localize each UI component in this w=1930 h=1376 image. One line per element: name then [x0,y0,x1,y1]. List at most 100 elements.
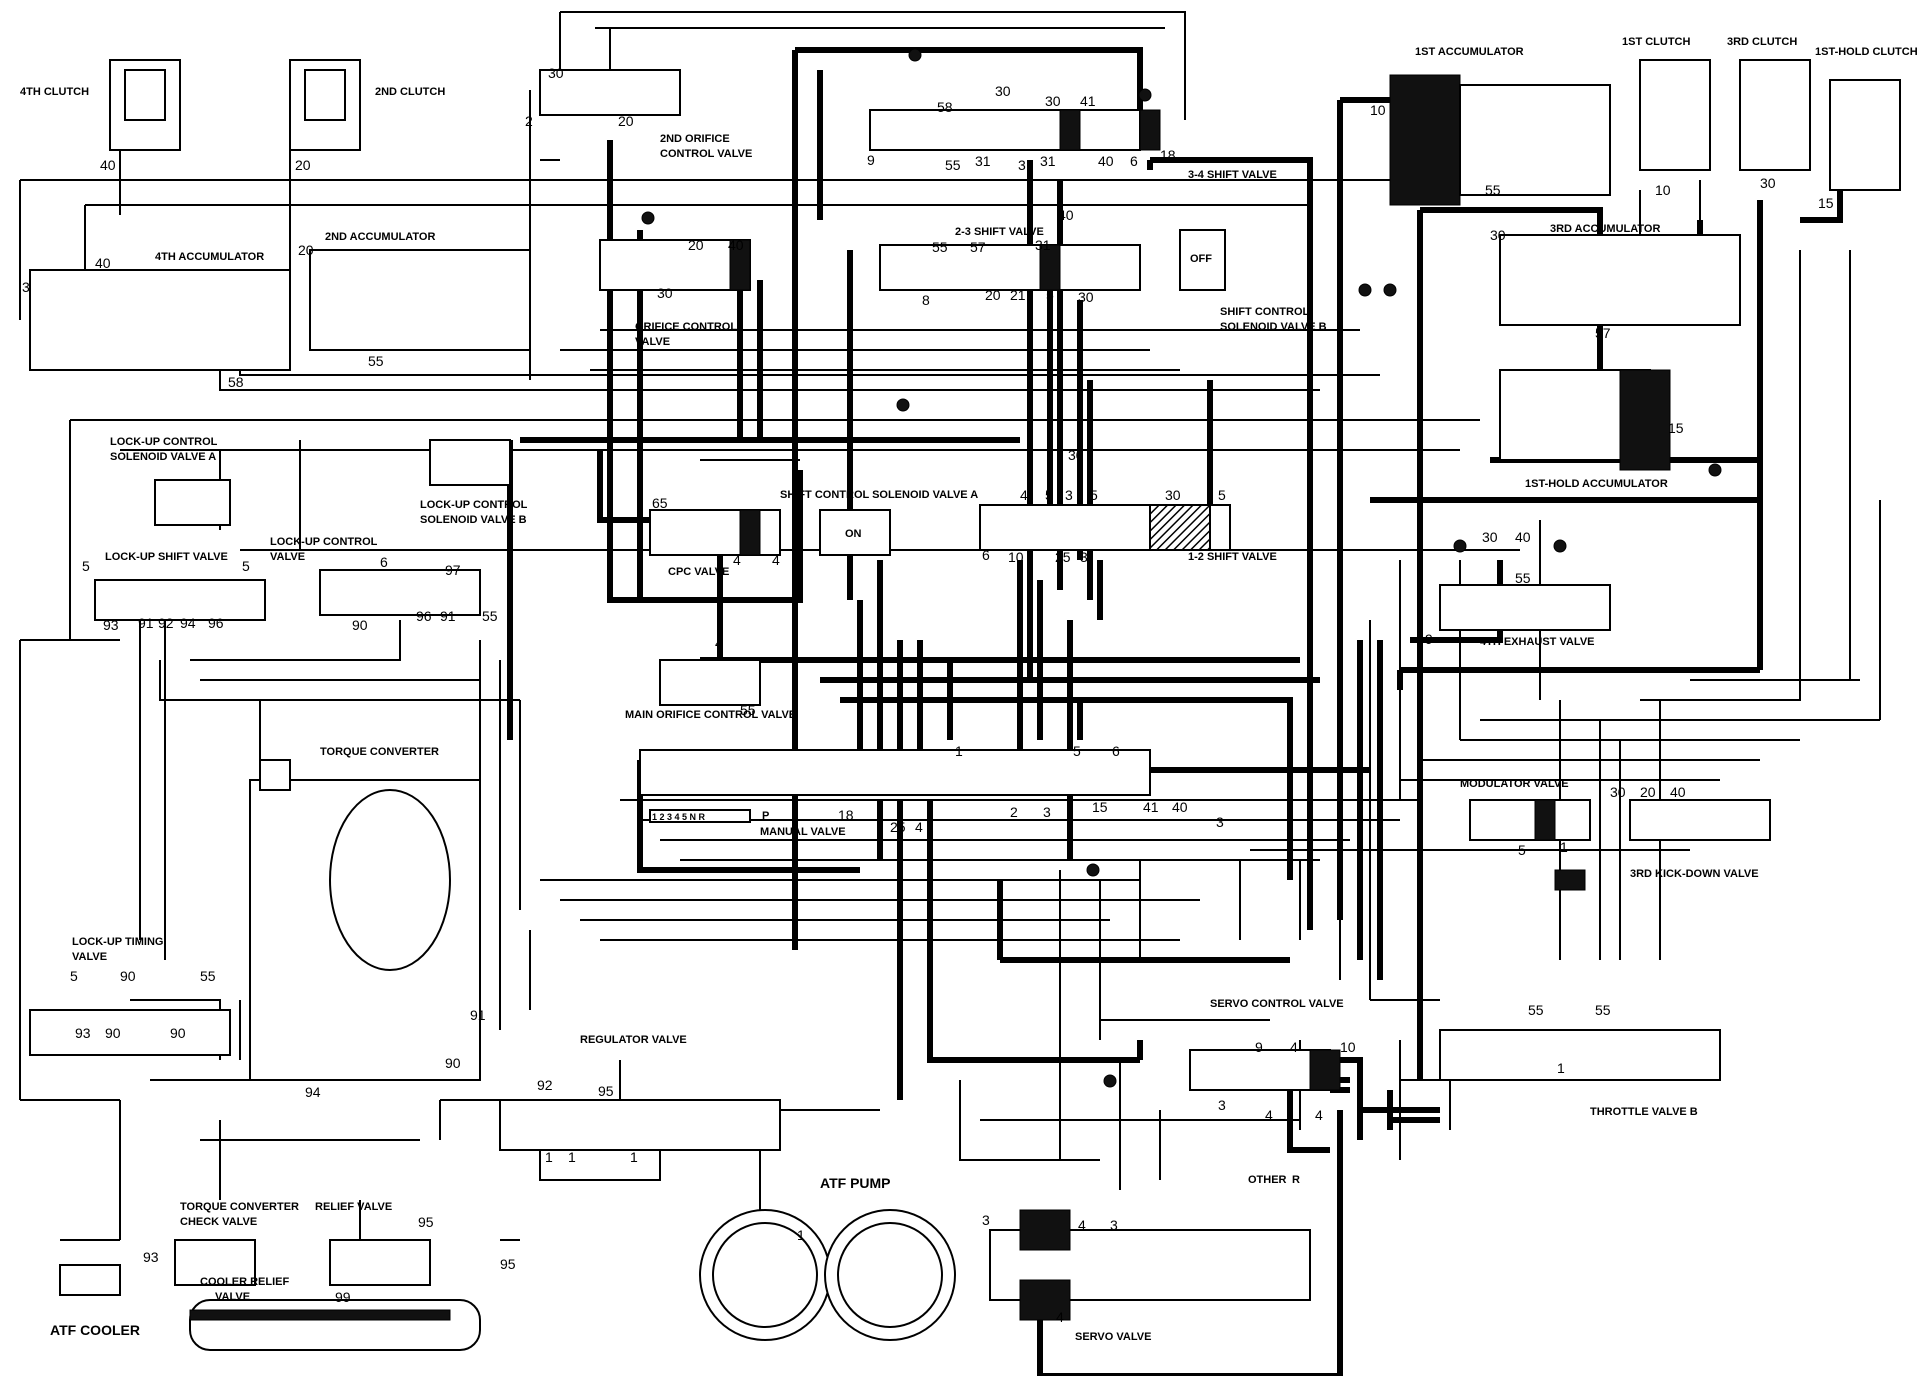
port-number: 4 [915,819,923,835]
port-number: 95 [418,1214,434,1230]
port-number: 3 [1218,1097,1226,1113]
port-number: 4 [1290,1039,1298,1055]
port-number: 96 [416,608,432,624]
port-number: 21 [1010,287,1026,303]
port-number: 92 [537,1077,553,1093]
label-relief-valve: RELIEF VALVE [315,1201,392,1213]
port-number: 2 [1010,804,1018,820]
port-number: 20 [1640,784,1656,800]
port-number: 91 [138,615,154,631]
label-tc-check-1: TORQUE CONVERTER [180,1201,299,1213]
label-regulator-valve: REGULATOR VALVE [580,1034,687,1046]
port-number: 30 [995,83,1011,99]
label-lockup-solenoid-a-1: LOCK-UP CONTROL [110,436,218,448]
label-3rd-clutch: 3RD CLUTCH [1727,36,1797,48]
port-number: 1 [545,1149,553,1165]
label-3rd-kick-down-valve: 3RD KICK-DOWN VALVE [1630,868,1759,880]
port-number: 31 [1035,237,1051,253]
port-number: 55 [1528,1002,1544,1018]
label-lockup-solenoid-a-2: SOLENOID VALVE A [110,451,216,463]
port-number: 90 [352,617,368,633]
label-servo-control-valve: SERVO CONTROL VALVE [1210,998,1344,1010]
port-number: 94 [180,615,196,631]
port-number: 90 [105,1025,121,1041]
port-number: 41 [1143,799,1159,815]
port-number: 5 [1218,487,1226,503]
port-number: 25 [1055,549,1071,565]
port-number: 90 [120,968,136,984]
label-4th-accumulator: 4TH ACCUMULATOR [155,251,264,263]
label-tc-check-2: CHECK VALVE [180,1216,257,1228]
port-number: 57 [970,239,986,255]
port-number: 15 [1668,420,1684,436]
port-number: 90 [445,1055,461,1071]
label-orifice-control-a: ORIFICE CONTROL [635,321,737,333]
label-2nd-orifice-a: 2ND ORIFICE [660,133,730,145]
port-number: 3 [1018,157,1026,173]
port-number: 30 [1760,175,1776,191]
label-3-4-shift-valve: 3-4 SHIFT VALVE [1188,169,1277,181]
component-labels: 4TH CLUTCH 2ND CLUTCH 1ST ACCUMULATOR 1S… [20,36,1918,1343]
port-number: 6 [1130,153,1138,169]
port-number: 5 [1045,487,1053,503]
port-number: 40 [728,237,744,253]
port-number: 1 [1557,1060,1565,1076]
port-numbers: 40 20 30 2 20 58 30 30 41 10 9 55 31 3 3… [22,65,1834,1325]
port-number: 25 [890,819,906,835]
port-number: 30 [657,285,673,301]
port-number: 92 [158,615,174,631]
label-manual-valve: MANUAL VALVE [760,826,846,838]
port-number: 91 [440,608,456,624]
port-number: 8 [922,292,930,308]
label-3rd-accumulator: 3RD ACCUMULATOR [1550,223,1660,235]
port-number: 41 [1080,93,1096,109]
port-number: 6 [1112,743,1120,759]
port-number: 10 [1008,549,1024,565]
label-on: ON [845,528,862,540]
port-number: 20 [688,237,704,253]
port-number: 91 [470,1007,486,1023]
port-number: 30 [1078,289,1094,305]
port-number: 40 [1098,153,1114,169]
valve-bodies [29,48,1901,1351]
port-number: 20 [298,242,314,258]
port-number: 58 [228,374,244,390]
port-number: 4 [1078,1217,1086,1233]
label-atf-pump: ATF PUMP [820,1175,891,1191]
port-number: 40 [1670,784,1686,800]
label-lockup-control-1: LOCK-UP CONTROL [270,536,378,548]
port-number: 5 [1046,287,1054,303]
label-1st-clutch: 1ST CLUTCH [1622,36,1691,48]
port-number: 5 [242,558,250,574]
port-number: 20 [985,287,1001,303]
port-number: 3 [22,279,30,295]
port-number: 55 [368,353,384,369]
port-number: 99 [335,1289,351,1305]
label-off: OFF [1190,253,1212,265]
label-2nd-accumulator: 2ND ACCUMULATOR [325,231,435,243]
label-cooler-relief-1: COOLER RELIEF [200,1276,290,1288]
port-number: 30 [1165,487,1181,503]
label-cooler-relief-2: VALVE [215,1291,250,1303]
label-1st-hold-accumulator: 1ST-HOLD ACCUMULATOR [1525,478,1668,490]
label-modulator-valve: MODULATOR VALVE [1460,778,1569,790]
port-number: 40 [1515,529,1531,545]
port-number: 30 [1490,227,1506,243]
label-main-orifice: MAIN ORIFICE CONTROL VALVE [625,709,796,721]
port-number: 10 [1370,102,1386,118]
port-number: 4 [1056,1309,1064,1325]
port-number: 55 [200,968,216,984]
port-number: 40 [1058,207,1074,223]
label-lockup-shift-valve: LOCK-UP SHIFT VALVE [105,551,228,563]
port-number: 95 [500,1256,516,1272]
port-number: 5 [82,558,90,574]
label-orifice-control-b: VALVE [635,336,670,348]
port-number: 40 [1172,799,1188,815]
port-number: 5 [1090,487,1098,503]
label-solenoid-a: SHIFT CONTROL SOLENOID VALVE A [780,489,978,501]
port-number: 10 [1340,1039,1356,1055]
port-number: 3 [982,1212,990,1228]
port-number: 3 [1216,814,1224,830]
label-lockup-timing-2: VALVE [72,951,107,963]
port-number: 30 [548,65,564,81]
